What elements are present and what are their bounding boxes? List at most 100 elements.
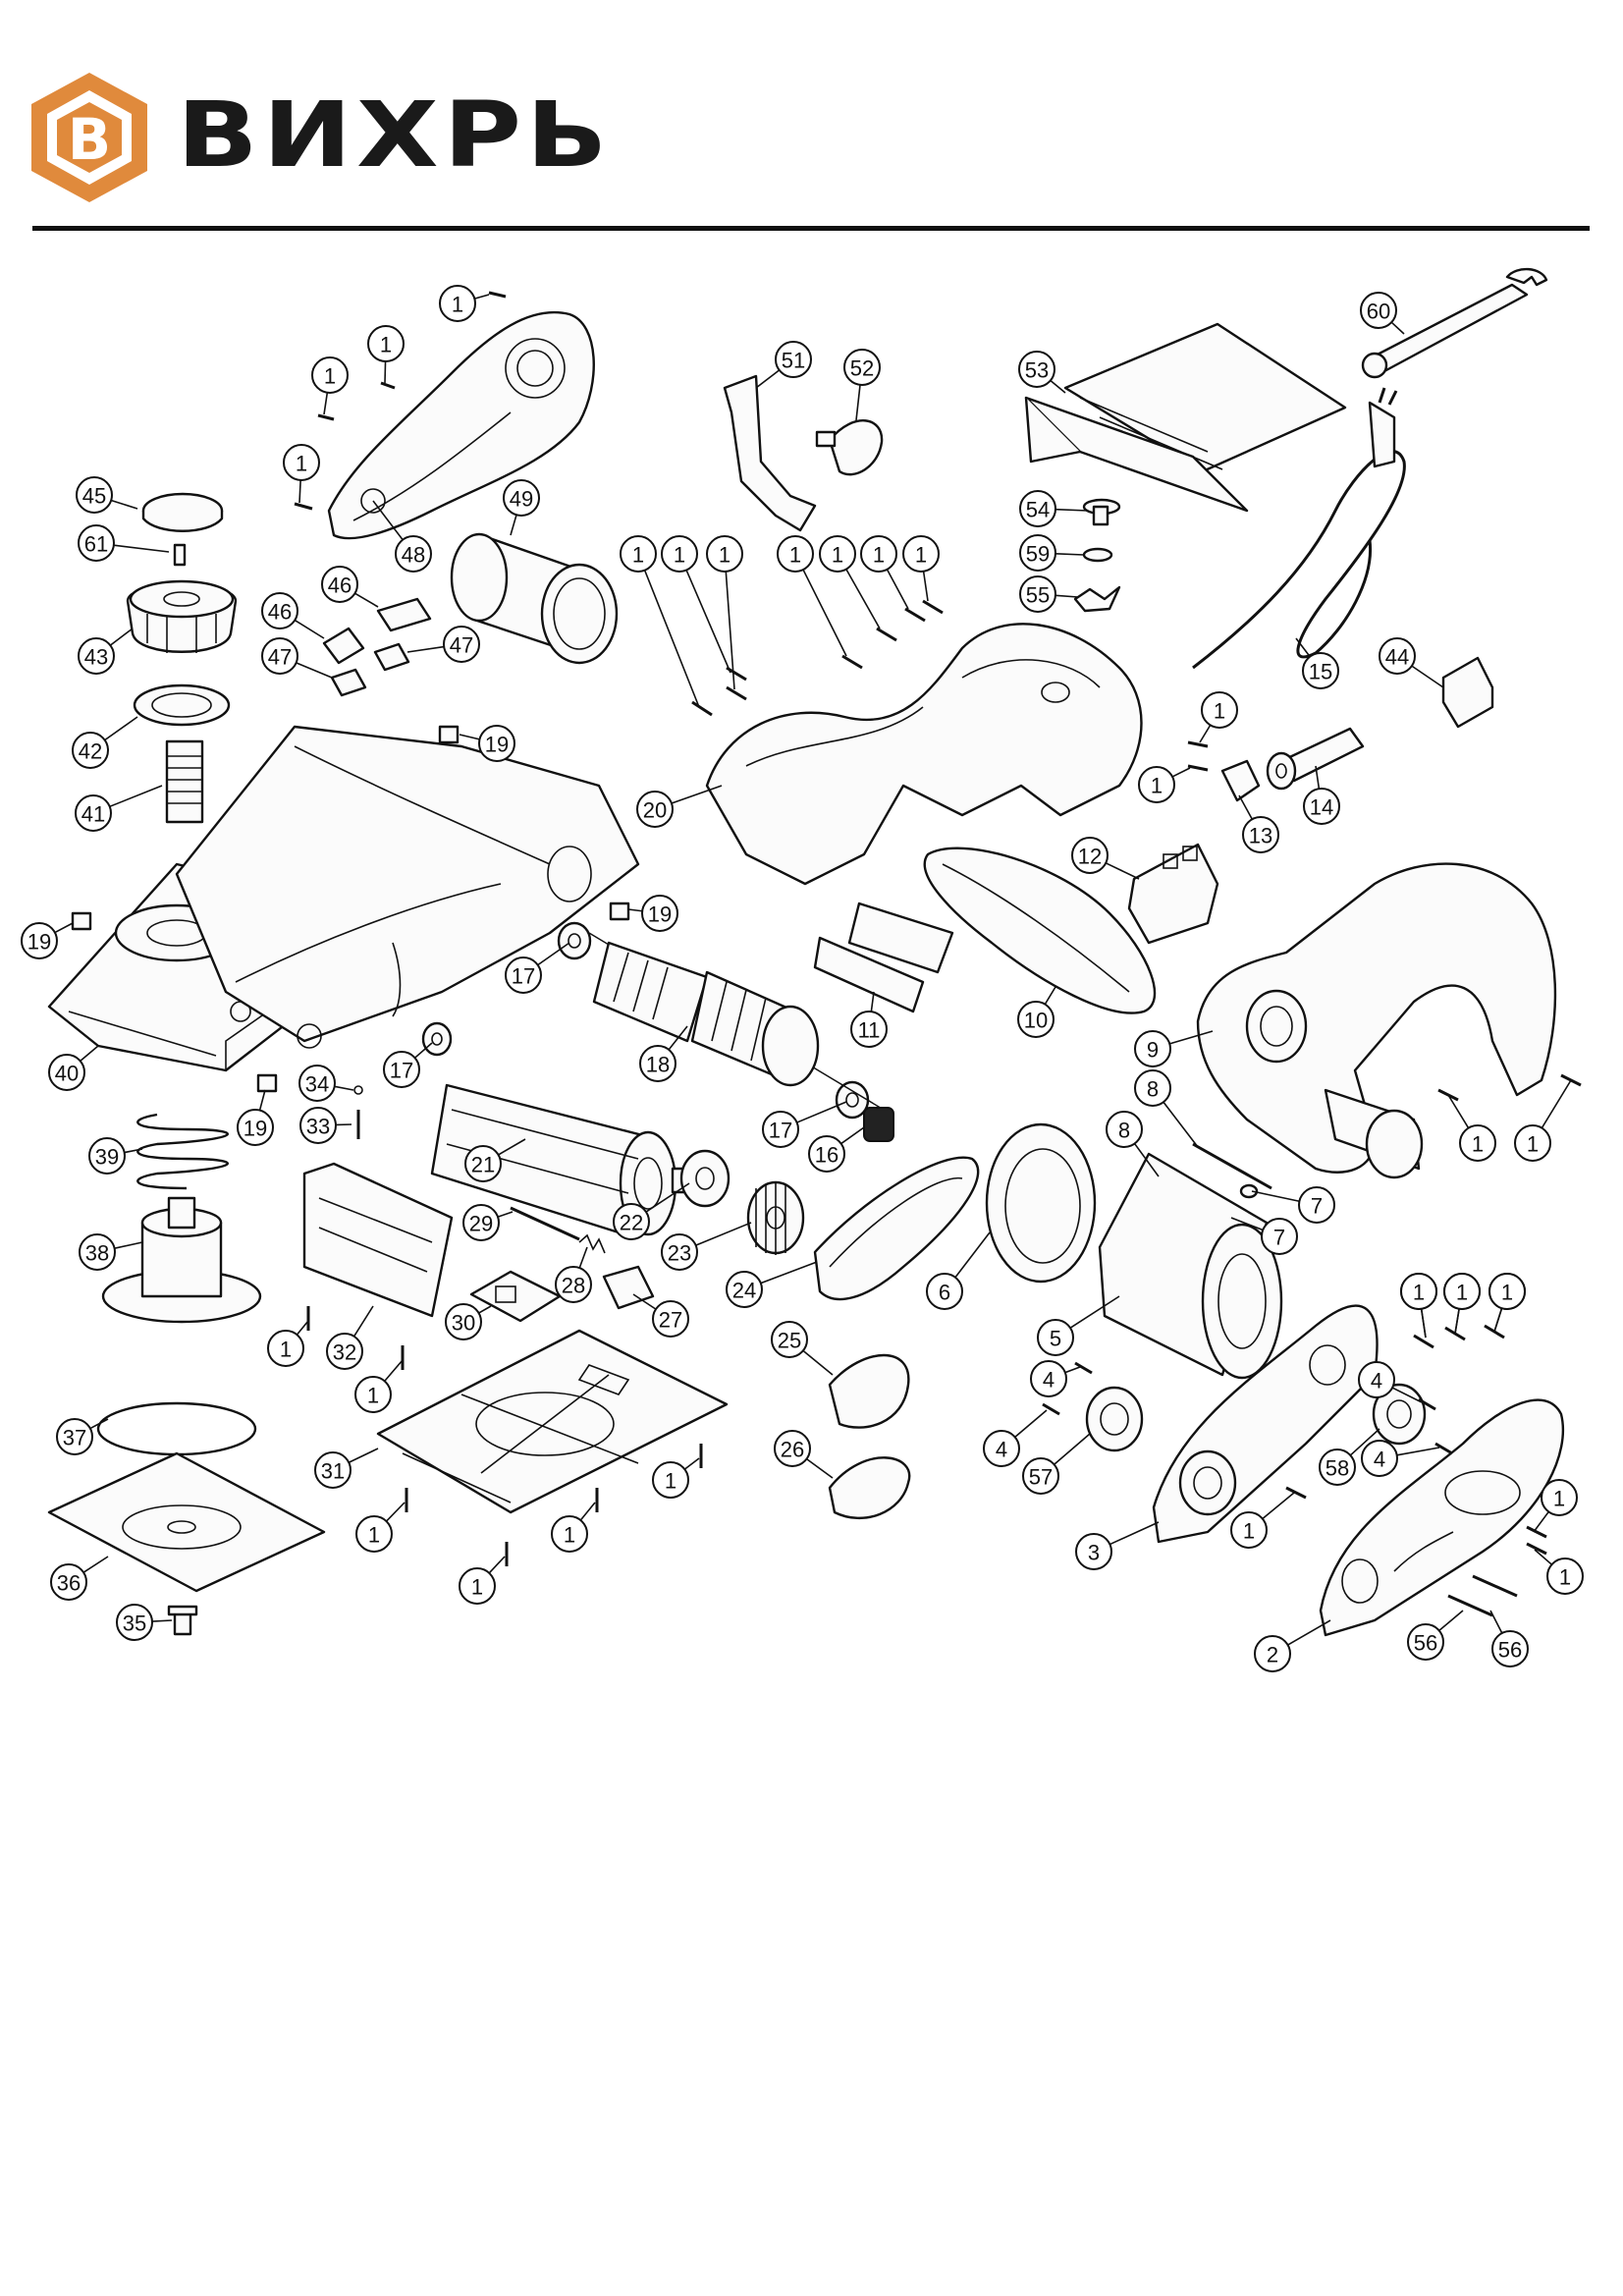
part-callout-58: 58 (1319, 1428, 1380, 1486)
callout-circle (78, 637, 115, 675)
callout-number: 1 (296, 452, 307, 476)
callout-leader-line (354, 592, 379, 608)
callout-number: 51 (782, 349, 805, 373)
callout-number: 10 (1024, 1009, 1048, 1033)
part-9-rear-handle (1196, 862, 1557, 1179)
part-2-outer-cover (1319, 1398, 1565, 1637)
callout-circle (283, 444, 320, 481)
callout-number: 19 (27, 930, 51, 955)
callout-leader-line (627, 908, 643, 912)
callout-leader-line (110, 499, 138, 510)
callout-circle (1298, 1186, 1335, 1224)
callout-circle (771, 1321, 808, 1358)
part-10-air-guide (923, 847, 1157, 1014)
callout-leader-line (1349, 1428, 1380, 1456)
part-55-wing-nut (1073, 585, 1121, 613)
callout-number: 8 (1118, 1119, 1130, 1143)
callout-circle (843, 349, 881, 386)
part-26-pad (828, 1456, 911, 1520)
part-20-motor-housing (705, 623, 1143, 886)
callout-number: 31 (321, 1459, 345, 1484)
callout-leader-line (845, 569, 881, 629)
callout-circle (777, 535, 814, 573)
callout-circle (706, 535, 743, 573)
part-callout-1: 1 (551, 1502, 596, 1553)
callout-number: 44 (1385, 645, 1409, 670)
callout-circle (1491, 1630, 1529, 1667)
part-callout-11: 11 (850, 991, 888, 1048)
callout-number: 22 (620, 1211, 643, 1235)
callout-number: 18 (646, 1053, 670, 1077)
callout-number: 20 (643, 798, 667, 823)
part-19-blocks (71, 725, 630, 1093)
part-callout-33: 33 (299, 1107, 352, 1144)
part-callout-29: 29 (462, 1204, 514, 1241)
callout-number: 17 (512, 964, 535, 989)
callout-leader-line (802, 569, 847, 657)
part-callout-45: 45 (76, 476, 138, 514)
callout-circle (1071, 837, 1109, 874)
callout-circle (551, 1515, 588, 1553)
callout-number: 56 (1414, 1631, 1437, 1656)
callout-leader-line (294, 619, 325, 639)
callout-leader-line (258, 1089, 266, 1111)
callout-leader-line (954, 1231, 991, 1279)
callout-leader-line (384, 1359, 404, 1382)
callout-number: 3 (1088, 1541, 1100, 1565)
callout-circle (1488, 1273, 1526, 1310)
part-36-base-plate (47, 1451, 326, 1593)
part-46-switch-contacts (322, 597, 432, 665)
callout-leader-line (104, 716, 138, 741)
callout-number: 8 (1147, 1077, 1159, 1102)
callout-circle (902, 535, 940, 573)
brand-name: ВИХРЬ (177, 82, 613, 188)
callout-leader-line (1396, 1447, 1440, 1456)
callout-number: 19 (648, 902, 672, 927)
callout-number: 55 (1026, 583, 1050, 608)
part-callout-1: 1 (661, 535, 731, 674)
part-39-spring (136, 1113, 229, 1190)
callout-leader-line (1541, 1079, 1572, 1129)
callout-leader-line (89, 1418, 109, 1430)
callout-circle (464, 1145, 502, 1182)
callout-number: 47 (268, 645, 292, 670)
part-callout-14: 14 (1303, 765, 1340, 825)
callout-circle (443, 626, 480, 663)
part-callout-36: 36 (50, 1556, 109, 1601)
part-callout-1: 1 (819, 535, 881, 629)
callout-number: 1 (632, 543, 644, 568)
callout-leader-line (151, 1619, 173, 1622)
part-callout-21: 21 (464, 1138, 526, 1182)
callout-leader-line (352, 1305, 374, 1338)
callout-circle (1019, 534, 1056, 572)
part-callout-28: 28 (555, 1246, 592, 1303)
callout-number: 36 (57, 1571, 81, 1596)
callout-number: 1 (1151, 774, 1163, 798)
callout-leader-line (80, 1045, 99, 1063)
callout-circle (459, 1567, 496, 1605)
callout-leader-line (683, 1457, 700, 1470)
part-callout-1: 1 (1199, 691, 1238, 743)
callout-number: 61 (84, 532, 108, 557)
callout-leader-line (1069, 1295, 1120, 1329)
callout-leader-line (855, 384, 861, 421)
callout-circle (926, 1273, 963, 1310)
part-callout-1: 1 (311, 356, 349, 415)
page-header: В ВИХРЬ (0, 0, 1623, 236)
part-callout-47: 47 (261, 637, 333, 679)
part-32-side-guard (302, 1162, 454, 1318)
callout-number: 1 (1527, 1132, 1539, 1157)
callout-leader-line (643, 570, 700, 708)
part-callout-10: 10 (1017, 986, 1056, 1038)
part-18-armature (588, 932, 885, 1111)
part-callout-59: 59 (1019, 534, 1085, 572)
callout-leader-line (1489, 1610, 1503, 1634)
part-callout-23: 23 (661, 1222, 752, 1271)
callout-number: 1 (1413, 1281, 1425, 1305)
callout-circle (1443, 1273, 1481, 1310)
part-17-washers (421, 921, 870, 1120)
callout-leader-line (1109, 1521, 1160, 1546)
callout-leader-line (385, 1502, 406, 1522)
callout-circle (76, 476, 113, 514)
callout-number: 6 (939, 1281, 950, 1305)
